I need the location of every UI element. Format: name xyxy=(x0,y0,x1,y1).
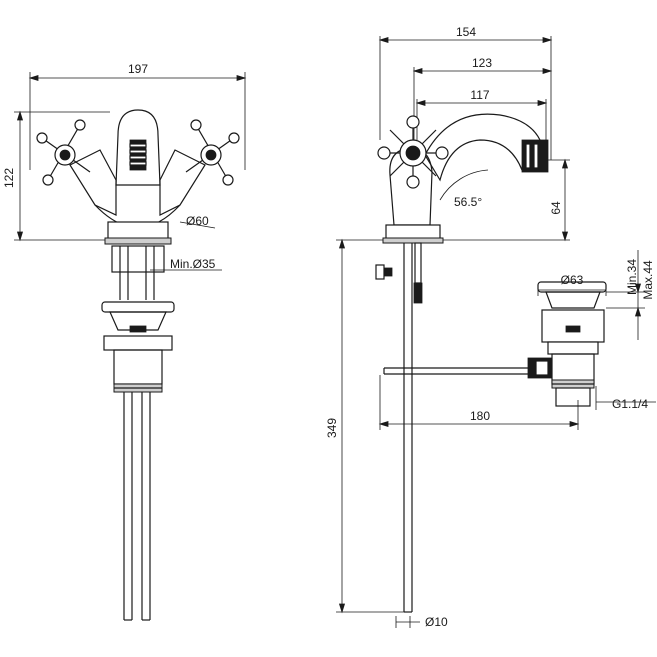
side-spout-reach-label: 117 xyxy=(470,88,489,102)
front-mounting-shank xyxy=(111,245,165,300)
side-angle-label: 56.5° xyxy=(454,195,482,209)
waste-min-label: Min.34 xyxy=(625,259,639,295)
waste-view: Ø63 Min.34 Max.44 G1.1/4 xyxy=(537,250,656,411)
waste-flange-diameter-label: Ø63 xyxy=(561,273,584,287)
waste-dimension-lines xyxy=(537,250,656,410)
side-mid-width-label: 123 xyxy=(472,56,492,70)
side-cross-handle xyxy=(377,115,449,189)
waste-thread-label: G1.1/4 xyxy=(612,397,648,411)
side-total-height-label: 349 xyxy=(325,418,339,438)
side-hose-diameter-label: Ø10 xyxy=(425,615,448,629)
side-spout-height-label: 64 xyxy=(549,201,563,215)
front-width-label: 197 xyxy=(128,62,148,76)
front-height-label: 122 xyxy=(2,168,16,188)
front-hole-label: Min.Ø35 xyxy=(170,257,216,271)
side-view: 154 123 117 56.5° 64 349 Ø10 180 xyxy=(325,25,607,629)
side-supply-hose xyxy=(375,242,536,613)
side-waste-assembly xyxy=(527,281,607,407)
side-dimension-lines xyxy=(336,36,580,628)
waste-max-label: Max.44 xyxy=(641,260,655,300)
side-waste-offset-label: 180 xyxy=(470,409,490,423)
front-left-cross-handle xyxy=(36,119,91,186)
front-dimension-lines xyxy=(14,72,247,271)
front-waste-assembly xyxy=(101,301,175,621)
front-right-cross-handle xyxy=(185,119,240,186)
front-view: 197 122 Ø60 Min.Ø35 xyxy=(2,62,247,621)
front-base-diameter-label: Ø60 xyxy=(186,214,209,228)
side-overall-width-label: 154 xyxy=(456,25,476,39)
front-faucet-body xyxy=(69,109,206,245)
